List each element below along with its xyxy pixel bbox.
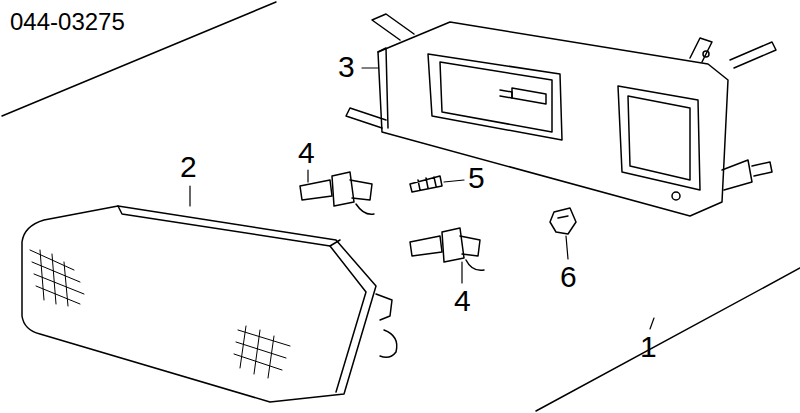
callout-number: 4: [298, 138, 315, 168]
leader-line: [444, 180, 464, 182]
housing-body: [378, 22, 728, 216]
callout-number: 5: [468, 163, 485, 193]
clip: [550, 208, 576, 234]
housing-opening: [618, 86, 700, 190]
lens-edge: [330, 246, 366, 392]
lens-pattern: [30, 250, 84, 306]
housing-screw: [672, 192, 680, 200]
part-number: 044-03275: [10, 10, 125, 34]
housing-screw: [703, 51, 709, 57]
lens-clip: [376, 294, 392, 320]
leader-lines: [190, 68, 654, 329]
lens-body: [22, 206, 376, 402]
leader-line: [461, 262, 462, 283]
bulb: [300, 172, 374, 214]
callout-number: 4: [454, 286, 471, 316]
lens-edge: [118, 206, 340, 246]
leader-line: [566, 236, 568, 259]
adjuster: [722, 160, 752, 190]
housing-opening: [428, 54, 562, 140]
lens-clip: [380, 330, 397, 357]
screw: [410, 176, 442, 192]
leader-line: [650, 318, 654, 329]
bulb-socket: [350, 180, 372, 200]
housing-bulb: [512, 88, 546, 104]
assembly-outline: [2, 2, 276, 116]
bulb-glass: [300, 180, 332, 200]
adjuster-screw: [752, 162, 772, 176]
bulb-wire: [466, 260, 484, 270]
bulb: [410, 228, 484, 270]
bulb-base: [332, 172, 354, 206]
headlamp-lens: [22, 206, 397, 402]
mount-tab: [690, 38, 712, 62]
bulb-base: [442, 228, 464, 262]
leader-line: [362, 67, 378, 68]
lens-pattern: [234, 326, 290, 378]
leader-line: [307, 170, 308, 182]
housing-edge: [378, 48, 388, 128]
housing-bulb-tip: [500, 90, 512, 98]
housing-opening-inner: [440, 62, 552, 132]
callout-number: 1: [640, 332, 657, 362]
bulb-glass: [410, 236, 442, 256]
callout-number: 6: [560, 262, 577, 292]
bulb-wire: [356, 204, 374, 214]
callout-number: 2: [180, 152, 197, 182]
housing-opening-inner: [628, 96, 690, 180]
headlamp-housing: [346, 14, 776, 216]
callout-number: 3: [338, 52, 355, 82]
bulb-socket: [460, 236, 480, 256]
mount-tab: [730, 42, 776, 68]
leader-line: [189, 186, 190, 206]
mount-tab: [372, 14, 414, 40]
mount-tab: [346, 108, 386, 128]
